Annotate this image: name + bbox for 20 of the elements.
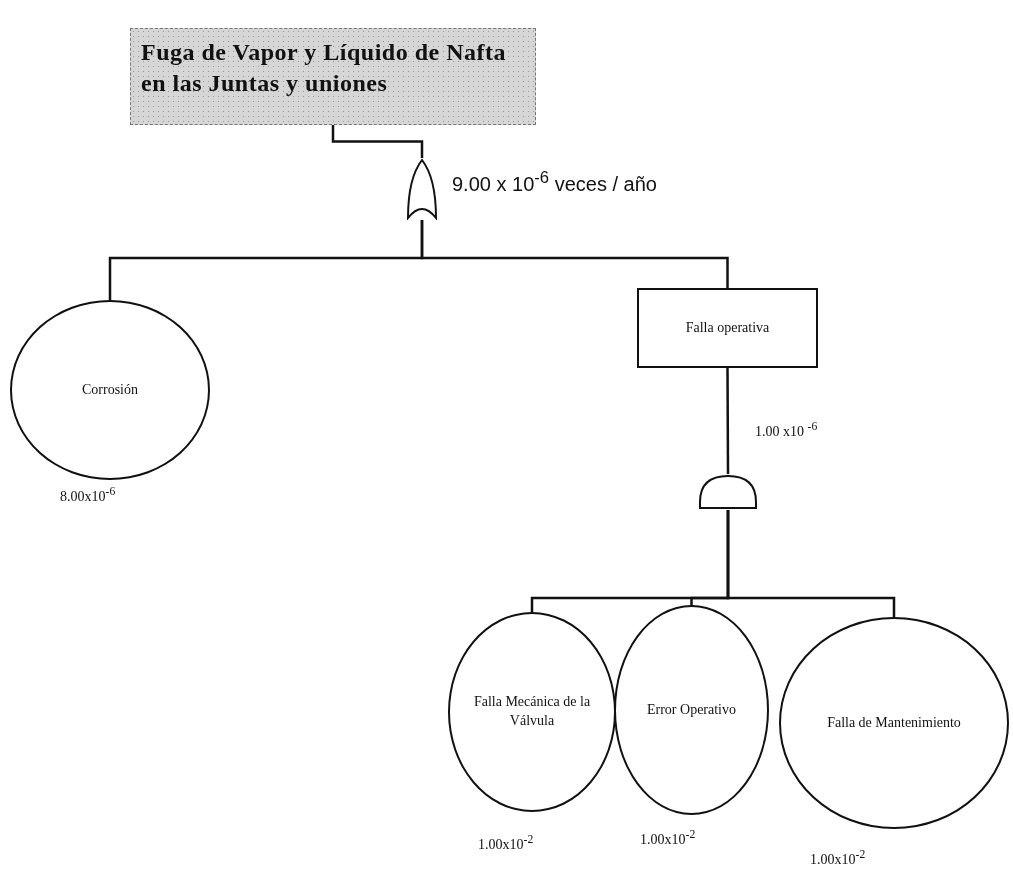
connector-line [331,125,424,158]
or-gate [406,158,438,220]
and-gate [698,474,758,510]
top-event-title: Fuga de Vapor y Líquido de Nafta en las Juntas y uniones [141,38,507,99]
event-label: Error Operativo [647,700,736,719]
connector-line [726,510,896,617]
event-label: Corrosión [82,380,138,399]
probability-label: 1.00x10$^{-2}$ [478,833,534,853]
probability-label: 1.00 x10 $^{-6}$ [755,420,818,440]
probability-label: 9.00 x 10$^{-6}$ veces / año [452,168,657,196]
event-label: Falla de Mantenimiento [827,713,961,732]
connector-line [726,368,730,474]
probability-label: 1.00x10$^{-2}$ [810,848,866,868]
connector-line [420,220,729,288]
probability-label: 8.00x10$^{-6}$ [60,485,116,505]
event-label: Falla Mecánica de la Válvula [472,693,592,730]
intermediate-event-box [637,288,818,368]
probability-label: 1.00x10$^{-2}$ [640,828,696,848]
top-event-box [130,28,536,125]
event-label: Falla operativa [685,318,770,337]
